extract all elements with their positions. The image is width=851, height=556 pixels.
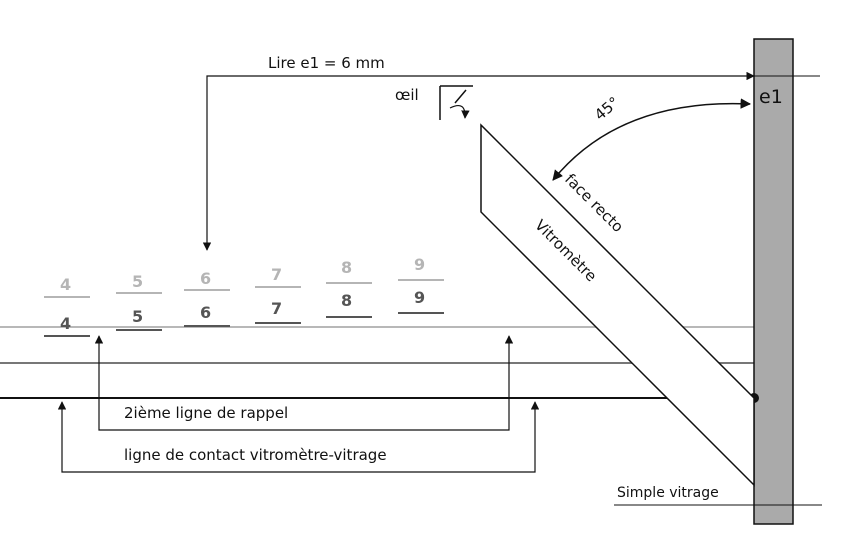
scale-top-5: 5	[132, 272, 143, 291]
rappel-label: 2ième ligne de rappel	[124, 404, 288, 422]
angle-label: 45°	[591, 93, 623, 124]
scale-top-6: 6	[200, 269, 211, 288]
scale-bottom-5: 5	[132, 307, 143, 326]
simple-vitrage-label: Simple vitrage	[617, 485, 719, 501]
eye-view-arrow	[449, 105, 470, 119]
scale-bottom-6: 6	[200, 303, 211, 322]
e1-label: e1	[759, 86, 783, 108]
oeil-label: œil	[395, 86, 419, 104]
glass-pane	[753, 38, 794, 525]
contact-bracket	[57, 401, 540, 473]
scale-top-row: 4 5 6 7 8 9	[44, 255, 444, 298]
scale-bottom-9: 9	[414, 288, 425, 307]
scale-bottom-7: 7	[271, 299, 282, 318]
angle-arc	[552, 98, 752, 181]
scale-top-8: 8	[341, 258, 352, 277]
scale-top-4: 4	[60, 275, 71, 294]
scale-bottom-8: 8	[341, 291, 352, 310]
vitrometre-body	[480, 123, 755, 487]
lire-label: Lire e1 = 6 mm	[268, 54, 385, 72]
scale-top-7: 7	[271, 265, 282, 284]
scale-top-9: 9	[414, 255, 425, 274]
reading-path-arrow	[202, 71, 755, 251]
eye-icon	[439, 85, 473, 120]
contact-label: ligne de contact vitromètre-vitrage	[124, 446, 387, 464]
scale-bottom-4: 4	[60, 314, 71, 333]
rappel-bracket	[94, 335, 514, 431]
scale-bottom-row: 4 5 6 7 8 9	[44, 288, 444, 337]
